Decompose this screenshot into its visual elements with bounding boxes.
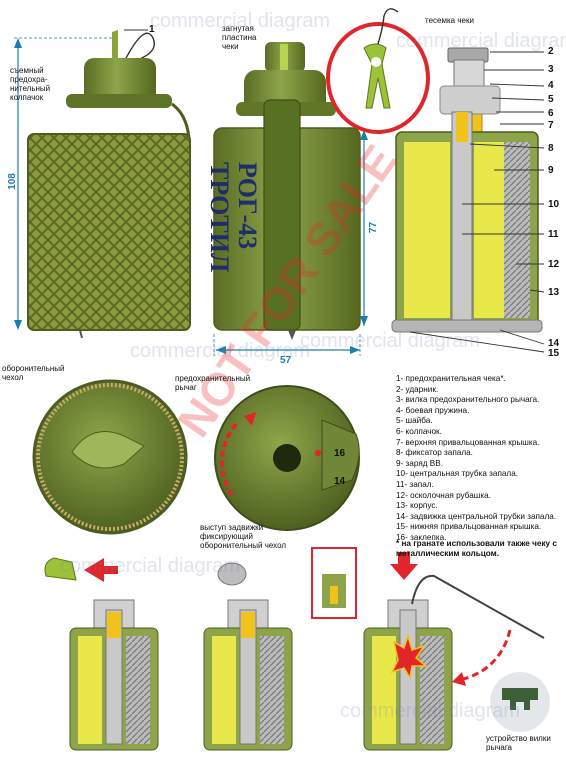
- callout-leaders: [124, 29, 545, 353]
- legend-item: 1- предохранительная чека*.: [396, 374, 506, 383]
- callout-number: 9: [548, 165, 554, 176]
- label-pin-cord: тесемка чеки: [425, 16, 474, 25]
- pin-tab: [112, 30, 118, 58]
- legend-item: 10- центральная трубка запала.: [396, 469, 519, 479]
- safety-lever: [263, 99, 301, 331]
- dimension-width-value: 57: [280, 355, 292, 366]
- legend-item: 12- осколочная рубашка.: [396, 490, 491, 500]
- body-marking-model: РОГ-43: [233, 162, 262, 250]
- body-marking-explosive: ТРОТИЛ: [205, 162, 234, 273]
- legend-item: 11- запал.: [396, 479, 434, 489]
- legend-item: 5- шайба.: [396, 416, 433, 426]
- legend-item: 8- фиксатор запала.: [396, 448, 473, 458]
- callout-number: 14: [548, 338, 560, 349]
- callout-number: 16: [334, 448, 346, 459]
- label-defensive-jacket: оборонительный чехол: [2, 364, 65, 382]
- parts-legend: 1- предохранительная чека*. 2- ударник. …: [396, 374, 562, 544]
- pin-inset: [326, 8, 430, 134]
- dimension-height: [14, 37, 112, 330]
- legend-item: 14- задвижка центральной трубки запала.: [396, 511, 557, 521]
- sequence-step-2: [203, 562, 293, 751]
- callout-number: 15: [548, 348, 560, 359]
- grenade-side-view: [213, 42, 361, 340]
- legend-item: 16- заклепка.: [396, 532, 447, 542]
- callout-number: 10: [548, 199, 560, 210]
- callout-number: 11: [548, 229, 559, 240]
- callout-number: 8: [548, 143, 554, 154]
- fragmentation-jacket: [504, 142, 530, 318]
- legend-item: 6- колпачок.: [396, 426, 442, 436]
- callout-number: 4: [548, 80, 554, 91]
- dimension-height-value: 108: [6, 173, 18, 190]
- top-view-body: [214, 385, 360, 531]
- dimension-inner: [213, 130, 368, 356]
- legend-item: 2- ударник.: [396, 384, 439, 394]
- legend-item: 3- вилка предохранительного рычага.: [396, 395, 540, 405]
- sequence-step-1: [44, 557, 159, 751]
- callout-number: 3: [548, 64, 554, 75]
- label-removable-cap: съемный предохра- нительный колпачок: [10, 66, 51, 102]
- legend-item: 15- нижняя привальцованная крышка.: [396, 522, 542, 532]
- legend-item: 4- боевая пружина.: [396, 405, 470, 415]
- callout-number: 14: [334, 476, 346, 487]
- callout-number: 12: [548, 259, 560, 270]
- callout-number: 2: [548, 46, 554, 57]
- label-fork-device: устройство вилки рычага: [486, 734, 551, 752]
- central-tube: [451, 111, 473, 327]
- footnote: * на гранате использовали также чеку с м…: [396, 539, 557, 558]
- top-view-jacket: [32, 379, 188, 535]
- pin-cord-loop: [124, 32, 155, 61]
- fork-device-icon: [490, 672, 550, 732]
- grenade-external-view: [27, 30, 191, 339]
- label-bent-plate: загнутая пластина чеки: [222, 24, 257, 51]
- legend-item: 9- заряд ВВ.: [396, 458, 444, 468]
- label-safety-lever: предохранительный рычаг: [175, 374, 251, 392]
- callout-number: 1: [149, 24, 155, 35]
- sequence-step-3: [311, 547, 545, 751]
- callout-number: 5: [548, 94, 554, 105]
- callout-number: 13: [548, 287, 560, 298]
- grenade-cross-section: [391, 47, 543, 333]
- callout-number: 7: [548, 120, 554, 131]
- legend-item: 13- корпус.: [396, 501, 438, 511]
- cap-rim: [66, 94, 172, 108]
- highlight-circle: [326, 22, 430, 134]
- defensive-jacket: [27, 133, 191, 331]
- dimension-inner-value: 77: [368, 221, 380, 234]
- explosive-left: [404, 142, 450, 318]
- bent-pin-plate: [280, 44, 288, 70]
- callout-number: 6: [548, 108, 554, 119]
- explosive-right: [474, 142, 504, 318]
- label-latch-tab: выступ задвижки фиксирующий оборонительн…: [200, 523, 287, 550]
- legend-item: 7- верхняя привальцованная крышка.: [396, 437, 540, 447]
